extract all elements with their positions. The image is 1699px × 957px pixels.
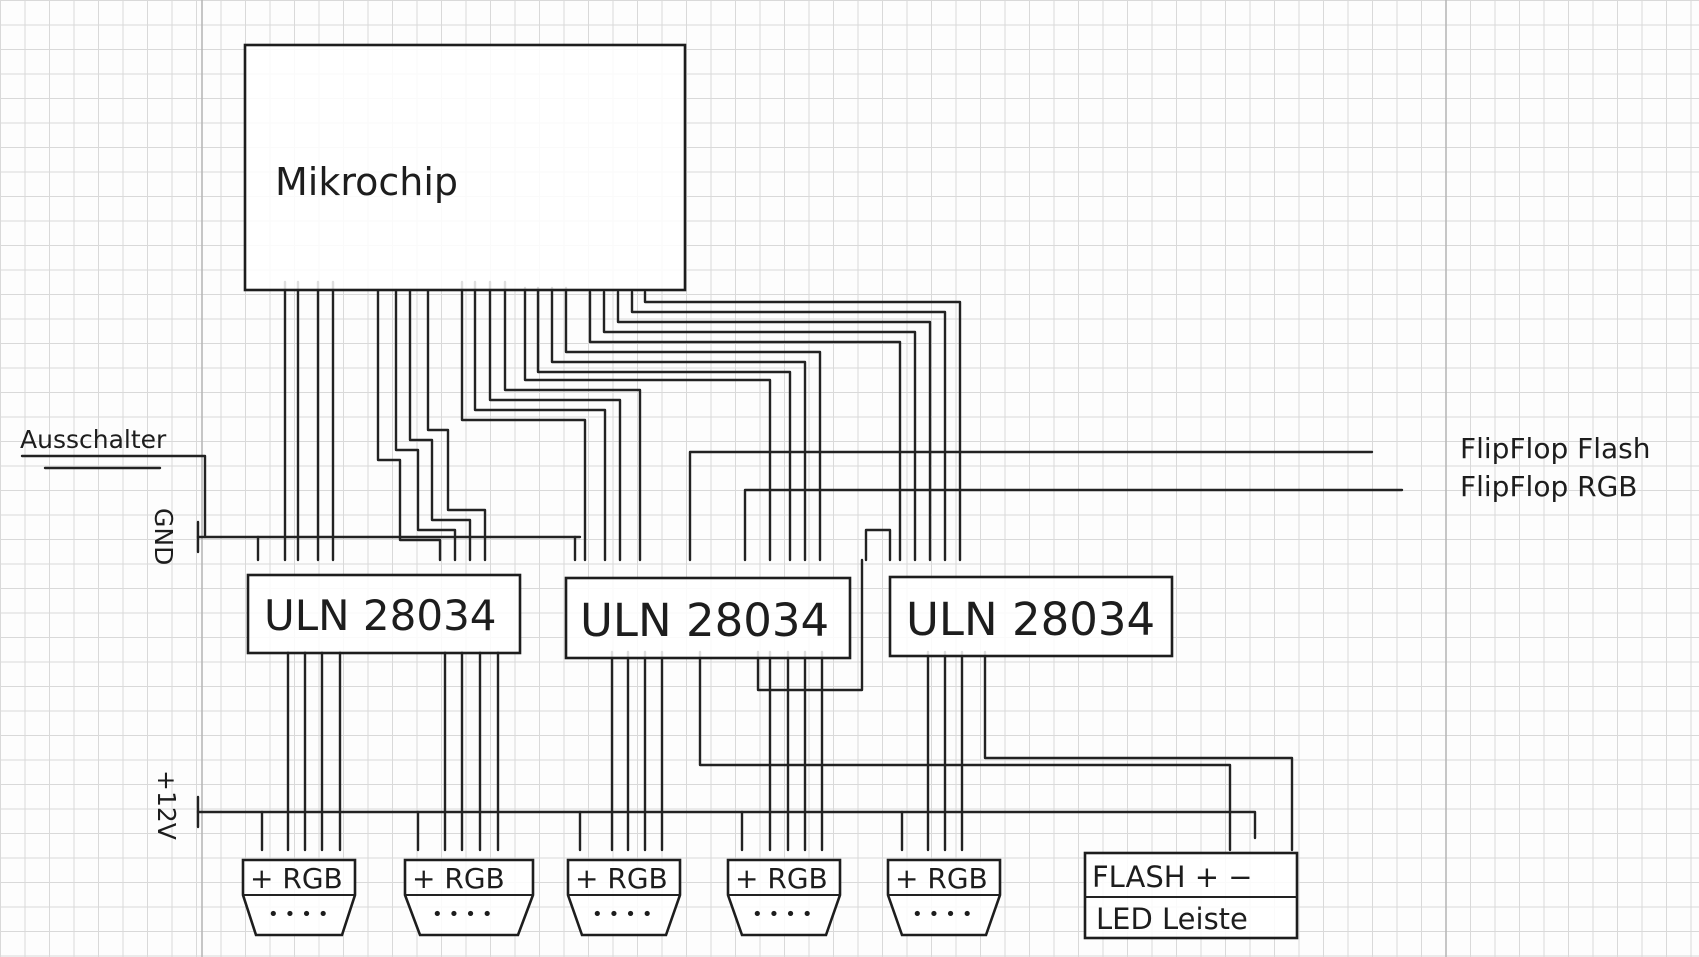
vplus-label: +12V xyxy=(152,770,181,840)
wire-flipflop-rgb xyxy=(743,488,1404,562)
connector-4: + RGB •••• xyxy=(726,858,842,937)
connector-5: + RGB •••• xyxy=(886,858,1002,937)
driver-3-label: ULN 28034 xyxy=(906,593,1155,646)
connector-5-pins: •••• xyxy=(912,904,978,925)
driver-1-label: ULN 28034 xyxy=(264,591,497,640)
connector-2-label: + RGB xyxy=(412,862,505,895)
driver-3-box xyxy=(888,575,1174,658)
flipflop-flash-label: FlipFlop Flash xyxy=(1460,432,1651,465)
gnd-rail xyxy=(20,454,892,562)
flash-strip-bottom-label: LED Leiste xyxy=(1096,902,1248,936)
gnd-label: GND xyxy=(149,508,178,565)
flash-strip-top-label: FLASH + − xyxy=(1092,860,1253,894)
driver-3: ULN 28034 xyxy=(888,575,1174,658)
switch-label: Ausschalter xyxy=(20,425,167,454)
driver-output-wires xyxy=(286,558,1294,852)
connector-1-label: + RGB xyxy=(250,862,343,895)
connector-3-label: + RGB xyxy=(575,862,668,895)
driver-2-label: ULN 28034 xyxy=(580,594,829,647)
connector-3-pins: •••• xyxy=(592,904,658,925)
connector-2: + RGB •••• xyxy=(403,858,535,937)
driver-1-box xyxy=(246,573,522,655)
vplus-rail xyxy=(196,795,1257,852)
connector-1-pins: •••• xyxy=(268,904,334,925)
control-bus-wires xyxy=(283,280,962,562)
flash-strip-box xyxy=(1083,851,1299,940)
connector-3: + RGB •••• xyxy=(566,858,682,937)
driver-2: ULN 28034 xyxy=(564,576,852,660)
driver-1: ULN 28034 xyxy=(246,573,522,655)
connector-2-pins: •••• xyxy=(432,904,498,925)
connector-4-label: + RGB xyxy=(735,862,828,895)
wire-flipflop-flash xyxy=(688,450,1374,562)
flipflop-rgb-label: FlipFlop RGB xyxy=(1460,470,1638,503)
connector-4-pins: •••• xyxy=(752,904,818,925)
microchip-box xyxy=(243,43,687,292)
flash-led-strip: FLASH + − LED Leiste xyxy=(1083,851,1299,940)
driver-2-box xyxy=(564,576,852,660)
connector-1: + RGB •••• xyxy=(241,858,357,937)
microchip-label: Mikrochip xyxy=(275,160,458,204)
connector-5-label: + RGB xyxy=(895,862,988,895)
